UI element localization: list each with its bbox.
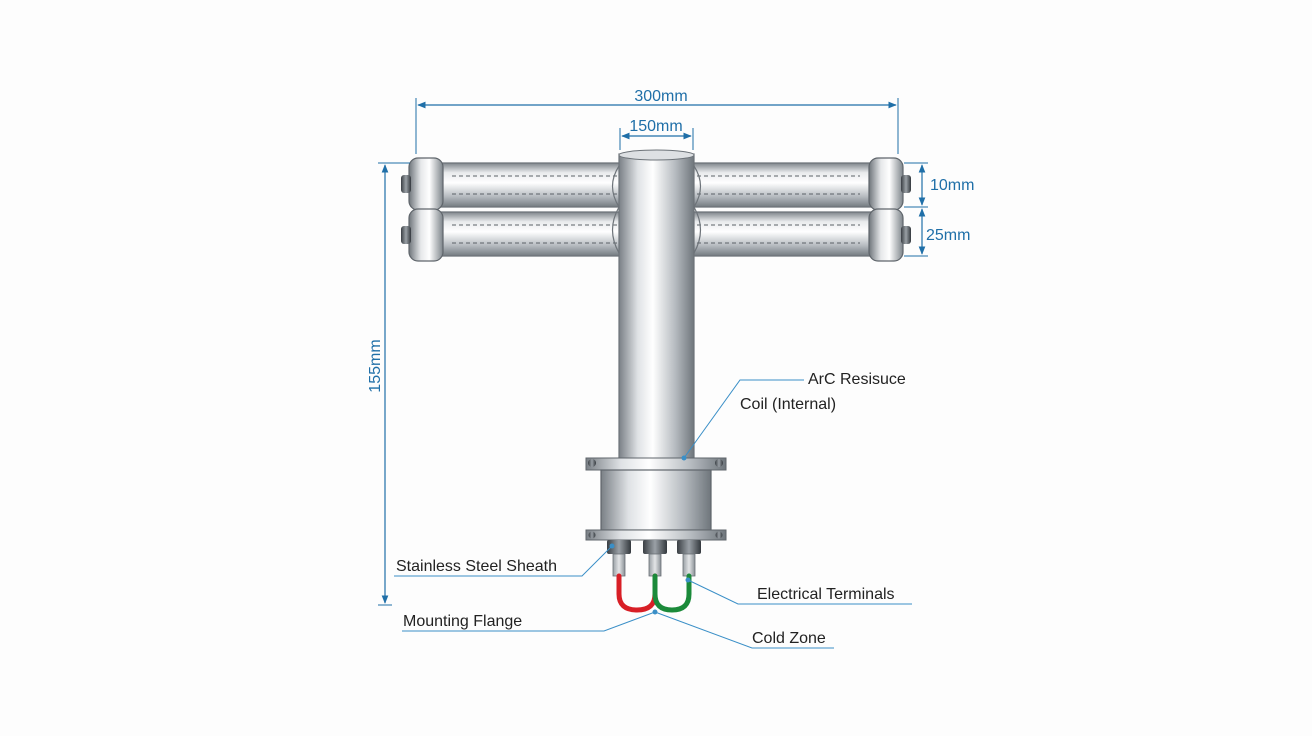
left-end-caps: [401, 157, 444, 262]
label-sheath: Stainless Steel Sheath: [396, 558, 557, 575]
dimension-stem-width: 150mm: [619, 118, 694, 150]
label-cold-zone: Cold Zone: [752, 630, 826, 647]
terminal-nuts: [607, 540, 701, 577]
callout-flange: Mounting Flange: [402, 611, 656, 632]
dim-label-300: 300mm: [634, 88, 687, 105]
dim-label-150: 150mm: [629, 118, 682, 135]
label-coil-line1: ArC Resisuce: [808, 371, 906, 388]
dimension-tube-height: 10mm: [904, 162, 974, 208]
dim-label-10: 10mm: [930, 177, 974, 194]
mounting-flange-housing: [585, 457, 727, 541]
callout-terminals: Electrical Terminals: [685, 577, 912, 605]
label-coil-line2: Coil (Internal): [740, 396, 836, 413]
label-flange: Mounting Flange: [403, 613, 522, 630]
callout-coil: ArC Resisuce Coil (Internal): [681, 371, 906, 461]
dim-label-25: 25mm: [926, 227, 970, 244]
callout-sheath: Stainless Steel Sheath: [394, 543, 615, 577]
dimension-overall-width: 300mm: [415, 88, 899, 154]
callout-cold-zone: Cold Zone: [652, 609, 834, 649]
terminal-wires: [616, 573, 692, 613]
dim-label-155: 155mm: [367, 339, 384, 392]
vertical-stem: [611, 149, 702, 465]
dimension-tube-spacing: 25mm: [904, 208, 970, 257]
label-terminals: Electrical Terminals: [757, 586, 895, 603]
dimension-overall-height: 155mm: [367, 162, 410, 606]
right-end-caps: [868, 157, 911, 262]
